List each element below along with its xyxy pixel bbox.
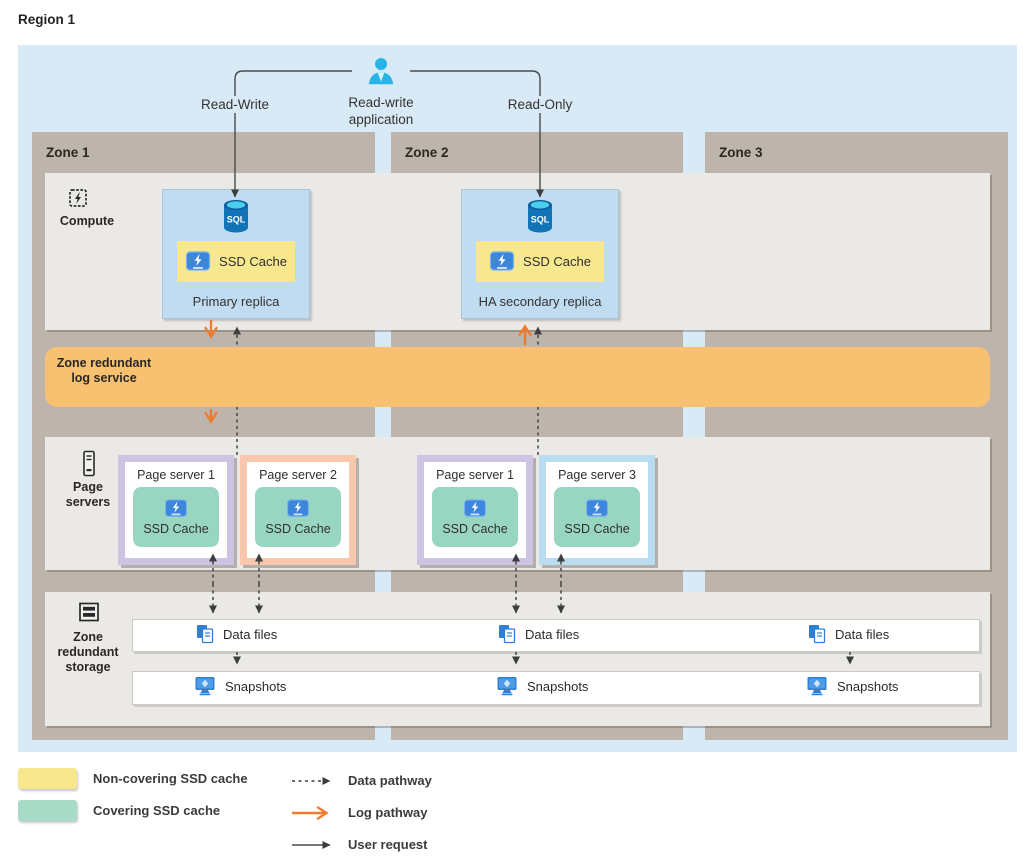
compute-chip-icon [69, 189, 87, 207]
data-files-icon [197, 625, 214, 644]
snapshots-icon [807, 677, 827, 696]
primary-replica-name: Primary replica [192, 294, 280, 309]
primary-ssd-cache: SSD Cache [177, 241, 295, 282]
secondary-replica-name: HA secondary replica [478, 294, 602, 309]
covering-ssd-cache: SSD Cache [255, 487, 341, 547]
region-title: Region 1 [18, 12, 76, 27]
ssd-drive-icon [165, 498, 187, 517]
sql-database-icon: SQL [224, 200, 248, 233]
covering-ssd-cache: SSD Cache [133, 487, 219, 547]
covering-ssd-cache: SSD Cache [432, 487, 518, 547]
log-service-label: Zone redundant log service [56, 356, 152, 385]
data-files-icon [809, 625, 826, 644]
compute-section-label: Compute [59, 214, 115, 228]
zone-2-label: Zone 2 [405, 145, 449, 160]
svg-text:SQL: SQL [531, 215, 550, 225]
storage-section-label: Zone redundant storage [57, 630, 119, 674]
storage-icon [79, 602, 99, 622]
read-write-label: Read-Write [180, 96, 290, 113]
legend-non-covering-swatch [18, 768, 77, 789]
legend-non-covering-label: Non-covering SSD cache [93, 771, 248, 786]
page-server-box-4: Page server 3 SSD Cache [539, 455, 655, 565]
snapshots-icon [195, 677, 215, 696]
data-files-icon [499, 625, 516, 644]
snapshots-zone2: Snapshots [496, 676, 588, 696]
snapshots-bar [132, 671, 980, 705]
snapshots-icon [497, 677, 517, 696]
application-user-icon [368, 58, 394, 85]
legend-covering-swatch [18, 800, 77, 821]
page-server-icon [83, 450, 95, 477]
covering-ssd-cache: SSD Cache [554, 487, 640, 547]
ssd-drive-icon [464, 498, 486, 517]
log-service-bar [45, 347, 990, 407]
legend-data-pathway-label: Data pathway [348, 773, 432, 788]
legend-covering-label: Covering SSD cache [93, 803, 221, 818]
legend-log-pathway-label: Log pathway [348, 805, 428, 820]
data-files-zone3: Data files [808, 624, 889, 644]
secondary-ssd-cache: SSD Cache [476, 241, 604, 282]
ssd-drive-icon [185, 250, 211, 271]
ssd-drive-icon [586, 498, 608, 517]
data-files-zone2: Data files [498, 624, 579, 644]
page-server-box-3: Page server 1 SSD Cache [417, 455, 533, 565]
read-only-label: Read-Only [485, 96, 595, 113]
ssd-drive-icon [287, 498, 309, 517]
page-server-box-2: Page server 2 SSD Cache [240, 455, 356, 565]
svg-text:SQL: SQL [227, 215, 246, 225]
data-files-bar [132, 619, 980, 652]
secondary-replica-box: SQL SSD Cache HA secondary replica [461, 189, 619, 319]
storage-panel [45, 592, 990, 726]
ssd-drive-icon [489, 250, 515, 271]
snapshots-zone3: Snapshots [806, 676, 898, 696]
snapshots-zone1: Snapshots [194, 676, 286, 696]
sql-database-icon: SQL [528, 200, 552, 233]
page-server-box-1: Page server 1 SSD Cache [118, 455, 234, 565]
read-write-application-label: Read-write application [330, 93, 432, 129]
zone-3-label: Zone 3 [719, 145, 763, 160]
primary-replica-box: SQL SSD Cache Primary replica [162, 189, 310, 319]
legend-user-request-label: User request [348, 837, 428, 852]
page-servers-section-label: Page servers [65, 480, 111, 509]
zone-1-label: Zone 1 [46, 145, 90, 160]
data-files-zone1: Data files [196, 624, 277, 644]
